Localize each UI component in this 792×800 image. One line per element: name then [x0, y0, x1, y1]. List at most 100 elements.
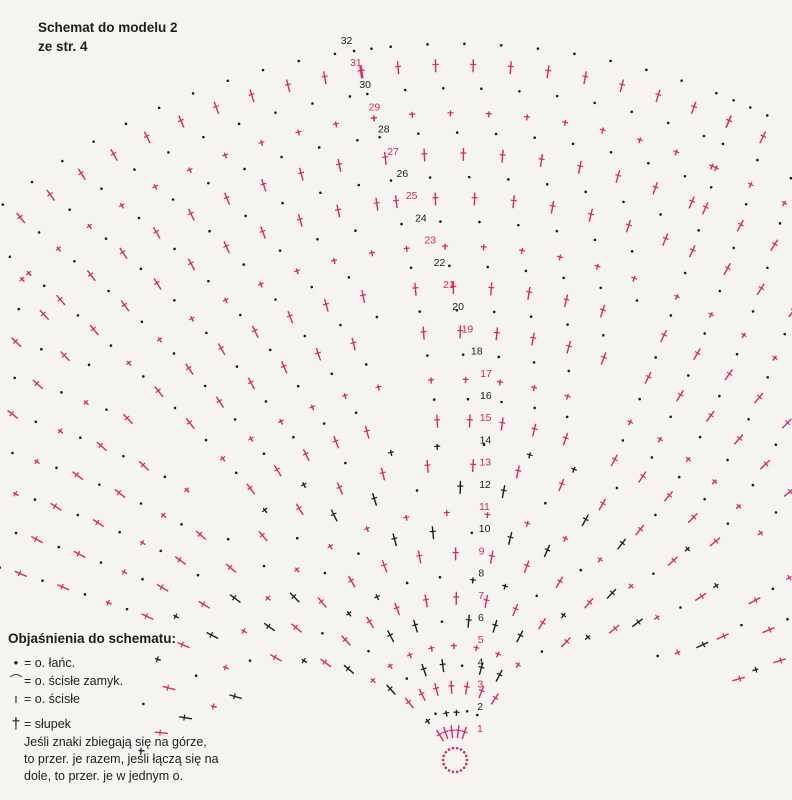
- double-crochet-stitch: [723, 263, 731, 276]
- double-crochet-stitch: [189, 316, 195, 322]
- chain-stitch: [280, 155, 283, 159]
- double-crochet-stitch: [375, 197, 379, 211]
- double-crochet-crossbar: [47, 192, 53, 197]
- chain-stitch: [173, 406, 177, 410]
- double-crochet-stitch: [281, 361, 288, 374]
- double-crochet-stitch: [114, 488, 126, 499]
- double-crochet-stitch: [249, 89, 255, 103]
- double-crochet-crossbar: [227, 564, 233, 570]
- double-crochet-crossbar: [691, 104, 698, 109]
- double-crochet-stitch: [364, 425, 370, 439]
- chain-stitch: [654, 513, 657, 517]
- row-label: 32: [341, 35, 353, 47]
- row-label: 14: [480, 434, 492, 446]
- double-crochet-crossbar: [186, 420, 193, 425]
- chain-stitch: [462, 766, 466, 770]
- double-crochet-crossbar: [587, 599, 593, 605]
- double-crochet-crossbar: [754, 666, 758, 673]
- chain-stitch: [533, 136, 537, 139]
- double-crochet-crossbar: [722, 632, 726, 639]
- double-crochet-stitch: [638, 471, 647, 483]
- chain-stitch: [296, 384, 300, 388]
- chain-stitch: [732, 98, 735, 102]
- chain-stitch: [356, 138, 359, 142]
- double-crochet-stitch: [512, 195, 516, 209]
- double-crochet-stitch: [662, 233, 669, 246]
- double-crochet-crossbar: [322, 302, 330, 306]
- double-crochet-crossbar: [212, 104, 219, 109]
- double-crochet-crossbar: [13, 490, 18, 497]
- chain-stitch: [579, 568, 583, 572]
- double-crochet-stitch: [421, 663, 427, 677]
- chain-stitch: [303, 334, 307, 338]
- double-crochet-stitch: [539, 153, 544, 168]
- chain-stitch: [415, 489, 419, 492]
- double-crochet-crossbar: [296, 506, 302, 511]
- chain-stitch: [771, 587, 775, 591]
- double-crochet-crossbar: [473, 646, 480, 649]
- double-crochet-stitch: [501, 149, 504, 163]
- double-crochet-crossbar: [442, 730, 449, 734]
- double-crochet-crossbar: [708, 412, 714, 418]
- double-crochet-crossbar: [424, 718, 431, 724]
- double-crochet-stitch: [754, 392, 764, 404]
- double-crochet-stitch: [690, 101, 697, 115]
- double-crochet-crossbar: [293, 269, 301, 273]
- double-crochet-stitch: [295, 503, 304, 516]
- legend-note: Jeśli znaki zbiegają się na górze, to pr…: [24, 734, 278, 785]
- chain-stitch: [196, 573, 200, 577]
- chain-stitch: [466, 397, 470, 401]
- double-crochet-stitch: [224, 192, 231, 206]
- double-crochet-stitch: [712, 583, 719, 589]
- double-crochet-stitch: [153, 183, 158, 190]
- double-crochet-crossbar: [17, 214, 23, 220]
- chain-stitch: [87, 363, 91, 367]
- double-crochet-crossbar: [74, 472, 79, 478]
- double-crochet-crossbar: [538, 158, 545, 161]
- chain-stitch: [274, 298, 277, 301]
- chain-stitch: [226, 537, 230, 541]
- double-crochet-crossbar: [677, 392, 684, 397]
- double-crochet-crossbar: [562, 536, 569, 541]
- double-crochet-crossbar: [627, 420, 634, 424]
- double-crochet-crossbar: [12, 338, 18, 344]
- double-crochet-crossbar: [98, 442, 104, 449]
- chain-stitch: [235, 365, 239, 368]
- double-crochet-crossbar: [183, 714, 186, 721]
- chain-stitch: [339, 323, 342, 327]
- chain-stitch: [357, 183, 361, 187]
- chain-stitch: [317, 146, 321, 149]
- double-crochet-crossbar: [625, 223, 632, 227]
- legend-note-line: to przer. je razem, jeśli łączą się na: [24, 752, 219, 766]
- chain-stitch: [709, 185, 713, 189]
- double-crochet-crossbar: [713, 538, 719, 544]
- double-crochet-stitch: [185, 418, 195, 430]
- double-crochet-crossbar: [701, 641, 706, 648]
- double-crochet-stitch: [341, 635, 351, 646]
- double-crochet-stitch: [291, 623, 303, 633]
- chain-stitch: [107, 289, 110, 293]
- chain-stitch: [494, 132, 498, 136]
- double-crochet-stitch: [610, 454, 618, 467]
- row-label: 8: [478, 568, 484, 580]
- double-crochet-stitch: [119, 247, 128, 259]
- chain-stitch: [451, 770, 455, 774]
- chain-stitch: [405, 581, 409, 585]
- chain-stitch: [100, 187, 103, 191]
- chain-stitch: [464, 762, 468, 766]
- double-crochet-stitch: [515, 465, 520, 479]
- double-crochet-crossbar: [515, 662, 521, 667]
- double-crochet-crossbar: [159, 729, 161, 736]
- row-label: 24: [415, 212, 427, 224]
- double-crochet-crossbar: [619, 83, 626, 86]
- double-crochet-crossbar: [19, 276, 25, 282]
- double-crochet-stitch: [434, 683, 439, 696]
- double-crochet-crossbar: [294, 567, 300, 572]
- chain-stitch: [442, 754, 446, 758]
- double-crochet-stitch: [77, 168, 86, 181]
- chain-stitch: [352, 49, 356, 53]
- double-crochet-crossbar: [531, 386, 538, 389]
- chain-stitch: [638, 397, 641, 401]
- double-crochet-stitch: [11, 337, 22, 348]
- double-crochet-stitch: [600, 352, 607, 365]
